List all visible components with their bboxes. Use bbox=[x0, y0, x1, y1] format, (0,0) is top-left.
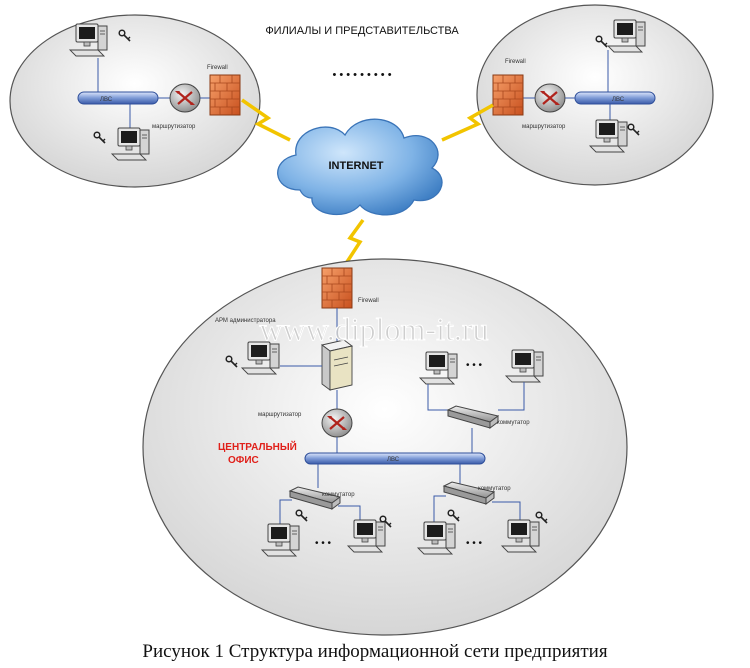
central-office: Firewall АРМ администратора маршрутизато… bbox=[142, 258, 628, 636]
watermark: www.diplom-it.ru bbox=[259, 311, 488, 347]
server-icon bbox=[320, 339, 354, 391]
firewall-icon bbox=[492, 74, 524, 116]
branches-ellipsis: • • • • • • • • • bbox=[332, 69, 391, 81]
workstations-ellipsis: • • • bbox=[466, 538, 483, 549]
right-lan-label: ЛВС bbox=[612, 97, 625, 103]
left-router-label: маршрутизатор bbox=[152, 124, 196, 130]
central-lan-bus bbox=[304, 452, 486, 465]
central-office-label-line1: ЦЕНТРАЛЬНЫЙ bbox=[218, 440, 297, 453]
router-icon bbox=[320, 407, 354, 439]
central-lan-label: ЛВС bbox=[387, 457, 400, 463]
figure-caption: Рисунок 1 Структура информационной сети … bbox=[142, 641, 608, 662]
internet-cloud: INTERNET bbox=[277, 118, 443, 216]
right-switch-label: коммутатор bbox=[478, 486, 511, 492]
workstations-ellipsis: • • • bbox=[466, 360, 483, 371]
firewall-icon bbox=[321, 267, 353, 309]
firewall-icon bbox=[209, 74, 241, 116]
router-icon bbox=[168, 82, 202, 114]
router-icon bbox=[533, 82, 567, 114]
wan-link-left bbox=[241, 98, 291, 142]
right-branch: ЛВС маршрутизатор Firewall bbox=[476, 4, 714, 186]
wan-link-right bbox=[441, 103, 494, 142]
top-switch-label: коммутатор bbox=[497, 420, 530, 426]
left-branch: ЛВС маршрутизатор Firewall bbox=[9, 14, 261, 188]
left-firewall-label: Firewall bbox=[207, 65, 228, 71]
diagram-title: ФИЛИАЛЫ И ПРЕДСТАВИТЕЛЬСТВА bbox=[265, 25, 459, 37]
central-office-label-line2: ОФИС bbox=[228, 455, 259, 466]
wan-link-central bbox=[343, 218, 365, 266]
central-router-label: маршрутизатор bbox=[258, 412, 302, 418]
right-firewall-label: Firewall bbox=[505, 59, 526, 65]
admin-workstation-label: АРМ администратора bbox=[215, 318, 276, 324]
right-router-label: маршрутизатор bbox=[522, 124, 566, 130]
central-firewall-label: Firewall bbox=[358, 298, 379, 304]
workstations-ellipsis: • • • bbox=[315, 538, 332, 549]
left-lan-label: ЛВС bbox=[100, 97, 113, 103]
left-lan-bus bbox=[77, 91, 159, 105]
internet-label: INTERNET bbox=[329, 160, 384, 172]
left-switch-label: коммутатор bbox=[322, 492, 355, 498]
